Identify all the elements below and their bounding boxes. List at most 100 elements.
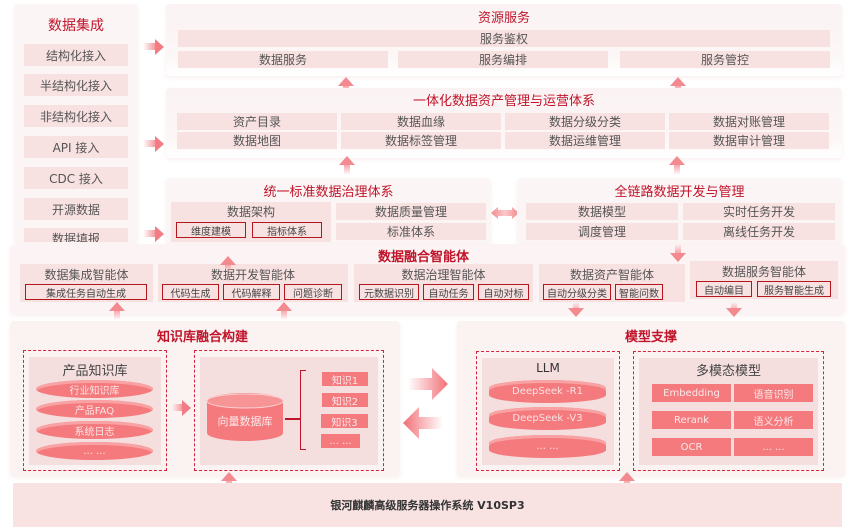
integration-item[interactable]: 开源数据 [24, 198, 128, 220]
arrow-down-icon [670, 253, 686, 262]
asset-item[interactable]: 数据分级分类 [505, 113, 665, 130]
multimodal-item[interactable]: Rerank [652, 411, 731, 429]
dev-management-panel: 全链路数据开发与管理 数据模型 实时任务开发 调度管理 离线任务开发 [517, 178, 842, 243]
dev-management-title: 全链路数据开发与管理 [614, 185, 745, 200]
agent-tag[interactable]: 元数据识别 [359, 284, 419, 300]
llm-disk[interactable]: ... ... [489, 435, 606, 458]
arrow-up-icon [619, 472, 635, 481]
arrow-up-icon [220, 256, 236, 265]
arrow-up-icon [109, 302, 125, 311]
service-item[interactable]: 服务编排 [398, 51, 608, 68]
vector-db-label: 向量数据库 [217, 415, 273, 428]
service-auth[interactable]: 服务鉴权 [178, 30, 830, 47]
integration-item[interactable]: 非结构化接入 [24, 105, 128, 127]
agents-title: 数据融合智能体 [378, 250, 470, 265]
knowledge-item[interactable]: 知识2 [322, 393, 368, 408]
arrow-right-icon [143, 43, 155, 50]
integration-item[interactable]: CDC 接入 [24, 167, 128, 189]
arch-tag[interactable]: 维度建模 [176, 222, 246, 238]
agent-tag[interactable]: 集成任务自动生成 [25, 284, 147, 300]
agent-tag[interactable]: 代码解释 [223, 284, 280, 300]
vector-db-icon [206, 393, 284, 441]
multimodal-item[interactable]: OCR [652, 438, 731, 456]
integration-item[interactable]: 结构化接入 [24, 44, 128, 66]
dev-item[interactable]: 离线任务开发 [683, 223, 835, 240]
multimodal-item[interactable]: 语音识别 [734, 384, 813, 402]
integration-item[interactable]: 半结构化接入 [24, 74, 128, 96]
kb-disk[interactable]: ... ... [36, 442, 153, 460]
asset-item[interactable]: 数据对账管理 [669, 113, 829, 130]
knowledge-item[interactable]: 知识3 [321, 414, 368, 429]
kb-disk[interactable]: 产品FAQ [36, 400, 153, 418]
arrow-down-icon [675, 244, 681, 253]
resource-service-title: 资源服务 [477, 11, 530, 26]
arrow-right-icon [408, 368, 448, 400]
asset-item[interactable]: 数据运维管理 [505, 132, 665, 149]
arrow-right-icon [155, 136, 164, 152]
arrow-up-icon [669, 156, 685, 165]
multimodal-frame [633, 351, 824, 471]
product-kb-title: 产品知识库 [62, 364, 128, 379]
product-kb-frame [23, 350, 167, 471]
data-integration-panel: 数据集成 结构化接入 半结构化接入 非结构化接入 API 接入 CDC 接入 开… [14, 4, 138, 242]
multimodal-item[interactable]: ... ... [734, 438, 813, 456]
multimodal-item[interactable]: 语义分析 [734, 411, 813, 429]
agent-tag[interactable]: 自动分级分类 [543, 284, 611, 300]
asset-item[interactable]: 数据地图 [177, 132, 337, 149]
multimodal-title: 多模态模型 [695, 364, 761, 379]
service-item[interactable]: 服务管控 [620, 51, 830, 68]
dev-item[interactable]: 数据模型 [526, 203, 678, 220]
governance-title: 统一标准数据治理体系 [263, 185, 394, 200]
quality-management[interactable]: 数据质量管理 [336, 203, 486, 220]
vector-frame [194, 350, 384, 471]
agent-tag[interactable]: 自动编目 [696, 281, 752, 297]
integration-item[interactable]: 数据填报 [24, 228, 128, 242]
asset-management-title: 一体化数据资产管理与运营体系 [412, 94, 595, 109]
arrow-down-icon [573, 302, 579, 310]
arrow-up-icon [339, 156, 355, 165]
agent-tag[interactable]: 问题诊断 [284, 284, 342, 300]
agents-panel: 数据融合智能体 数据集成智能体 集成任务自动生成 数据开发智能体 代码生成 代码… [10, 244, 845, 314]
knowledge-title: 知识库融合构建 [157, 330, 249, 345]
kb-disk[interactable]: 系统日志 [36, 421, 153, 439]
data-architecture-label: 数据架构 [226, 205, 275, 219]
multimodal-item[interactable]: Embedding [652, 384, 731, 402]
agent-group-title: 数据资产智能体 [569, 268, 654, 282]
agent-group-title: 数据服务智能体 [721, 265, 806, 279]
integration-item[interactable]: API 接入 [24, 136, 128, 158]
kb-disk[interactable]: 行业知识库 [36, 380, 153, 398]
standard-system[interactable]: 标准体系 [336, 223, 486, 240]
knowledge-item[interactable]: ... ... [321, 434, 360, 448]
arrow-down-icon [731, 302, 737, 310]
asset-item[interactable]: 数据标签管理 [341, 132, 501, 149]
governance-panel: 统一标准数据治理体系 数据架构 维度建模 指标体系 数据质量管理 标准体系 [166, 178, 491, 243]
dev-item[interactable]: 调度管理 [526, 223, 678, 240]
llm-disk[interactable]: DeepSeek -R1 [489, 380, 606, 403]
dev-item[interactable]: 实时任务开发 [683, 203, 835, 220]
asset-item[interactable]: 数据血缘 [341, 113, 501, 130]
agent-tag[interactable]: 代码生成 [162, 284, 219, 300]
connector-line [285, 418, 300, 420]
arrow-right-icon [155, 39, 164, 55]
models-title: 模型支撑 [624, 330, 677, 345]
agent-tag[interactable]: 智能问数 [615, 284, 663, 300]
agent-group-title: 数据开发智能体 [210, 268, 295, 282]
agent-group-title: 数据治理智能体 [401, 268, 486, 282]
arch-tag[interactable]: 指标体系 [252, 222, 322, 238]
service-item[interactable]: 数据服务 [178, 51, 388, 68]
agent-tag[interactable]: 自动任务 [423, 284, 474, 300]
arrow-up-icon [281, 310, 287, 320]
knowledge-item[interactable]: 知识1 [322, 372, 368, 387]
asset-item[interactable]: 数据审计管理 [669, 132, 829, 149]
arrow-up-icon [674, 165, 680, 175]
asset-item[interactable]: 资产目录 [177, 113, 337, 130]
agent-tag[interactable]: 服务智能生成 [757, 281, 831, 297]
agent-tag[interactable]: 自动对标 [478, 284, 529, 300]
llm-disk[interactable]: DeepSeek -V3 [489, 407, 606, 430]
arrow-right-icon [172, 404, 182, 411]
arrow-down-icon [568, 308, 584, 317]
arrow-right-icon [155, 226, 164, 242]
arrow-right-icon [143, 230, 155, 237]
arrow-right-icon [143, 140, 155, 147]
os-bar: 银河麒麟高级服务器操作系统 V10SP3 [13, 483, 842, 527]
